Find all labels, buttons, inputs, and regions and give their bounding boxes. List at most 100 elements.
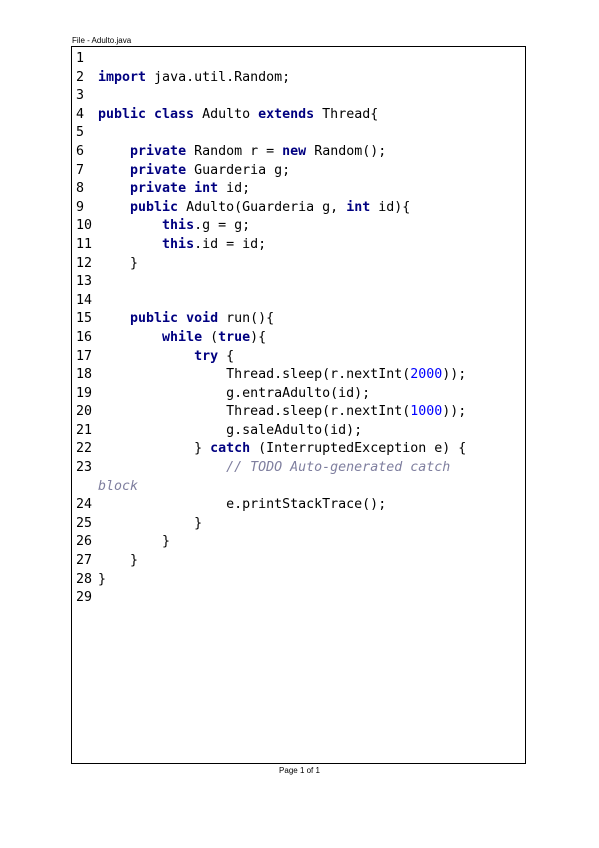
line-number: 28: [76, 571, 93, 587]
line-number: 18: [76, 367, 93, 383]
code-text: Adulto(Guarderia g,: [178, 199, 347, 215]
code-text: .g = g;: [194, 218, 251, 234]
code-text: [98, 181, 130, 196]
code-number: 1000: [410, 404, 443, 420]
code-text: Thread{: [314, 106, 379, 122]
code-text: g.saleAdulto(id);: [98, 422, 363, 438]
line-number: 5: [76, 125, 85, 141]
page-footer-label: Page 1 of 1: [279, 766, 320, 775]
code-line: 10 this.g = g;: [76, 217, 521, 236]
line-number: 19: [76, 385, 93, 401]
code-text: }: [98, 515, 203, 531]
code-text: run(){: [218, 311, 275, 327]
code-keyword: private: [130, 143, 187, 159]
code-text: ));: [442, 404, 467, 420]
code-comment: // TODO Auto-generated catch: [226, 460, 451, 476]
code-text: e.printStackTrace();: [98, 497, 387, 513]
line-number: 15: [76, 311, 93, 327]
code-line: 1: [76, 50, 521, 69]
code-keyword: import: [98, 69, 147, 85]
code-keyword: public void: [130, 311, 219, 327]
code-line: 29: [76, 589, 521, 608]
code-text: }: [98, 441, 211, 457]
code-line: 7 private Guarderia g;: [76, 162, 521, 181]
code-line: 20 Thread.sleep(r.nextInt(1000));: [76, 403, 521, 422]
line-number: 24: [76, 497, 93, 513]
code-line: 14: [76, 292, 521, 311]
code-line: 18 Thread.sleep(r.nextInt(2000));: [76, 366, 521, 385]
code-keyword: this: [162, 218, 195, 234]
code-text: Thread.sleep(r.nextInt(: [98, 367, 411, 383]
code-text: (InterruptedException e) {: [250, 441, 467, 457]
line-number: 2: [76, 69, 85, 85]
code-keyword: int: [346, 199, 371, 215]
line-number: 9: [76, 199, 85, 215]
code-text: id;: [218, 181, 251, 197]
line-number: 3: [76, 88, 85, 104]
code-comment-wrap: block: [98, 478, 139, 494]
code-line: 11 this.id = id;: [76, 236, 521, 255]
code-number: 2000: [410, 367, 443, 383]
code-line: 4 public class Adulto extends Thread{: [76, 106, 521, 125]
line-number: 26: [76, 534, 93, 550]
code-text: Thread.sleep(r.nextInt(: [98, 404, 411, 420]
line-number: 10: [76, 218, 93, 234]
line-number: 8: [76, 181, 85, 197]
line-number: 29: [76, 590, 93, 606]
code-text: g.entraAdulto(id);: [98, 385, 371, 401]
file-header-label: File - Adulto.java: [72, 36, 132, 45]
line-number: 6: [76, 143, 85, 159]
code-keyword: public class: [98, 106, 195, 122]
line-number: 4: [76, 106, 85, 122]
line-number: 11: [76, 236, 93, 252]
line-number: 13: [76, 274, 93, 290]
code-line: 27 }: [76, 552, 521, 571]
line-number: 23: [76, 460, 93, 476]
code-line: 22 } catch (InterruptedException e) {: [76, 440, 521, 459]
code-text: {: [218, 348, 235, 364]
code-text: Guarderia g;: [186, 162, 291, 178]
code-line: 17 try {: [76, 348, 521, 367]
code-line: 23 // TODO Auto-generated catch: [76, 459, 521, 478]
code-keyword: extends: [258, 106, 315, 122]
code-text: [98, 330, 162, 345]
code-text: [98, 311, 130, 326]
code-line: 5: [76, 124, 521, 143]
code-line: 25 }: [76, 515, 521, 534]
code-text: }: [98, 553, 139, 569]
code-keyword: private int: [130, 181, 219, 197]
code-line: 19 g.entraAdulto(id);: [76, 385, 521, 404]
code-line: 21 g.saleAdulto(id);: [76, 422, 521, 441]
code-line: 2 import java.util.Random;: [76, 69, 521, 88]
code-line: 15 public void run(){: [76, 310, 521, 329]
code-keyword: public: [130, 199, 179, 215]
code-line: 12 }: [76, 255, 521, 274]
code-text: [98, 237, 162, 252]
line-number: 27: [76, 553, 93, 569]
code-line: 26 }: [76, 533, 521, 552]
code-text: }: [98, 534, 171, 550]
code-line: 24 e.printStackTrace();: [76, 496, 521, 515]
code-text: Adulto: [194, 106, 259, 122]
line-number: 12: [76, 255, 93, 271]
code-line: 16 while (true){: [76, 329, 521, 348]
code-text: [98, 460, 226, 475]
line-number: 22: [76, 441, 93, 457]
line-number: 25: [76, 515, 93, 531]
code-line: 28}: [76, 571, 521, 590]
code-line: 8 private int id;: [76, 180, 521, 199]
code-keyword: try: [194, 348, 219, 364]
line-number: 20: [76, 404, 93, 420]
code-keyword: new: [282, 143, 307, 159]
code-text: }: [98, 255, 139, 271]
code-text: id){: [370, 199, 411, 215]
code-text: ){: [250, 329, 267, 345]
code-text: (: [202, 329, 219, 345]
line-number: 14: [76, 292, 93, 308]
code-keyword: this: [162, 236, 195, 252]
code-text: .id = id;: [194, 236, 267, 252]
line-number: 17: [76, 348, 93, 364]
code-text: java.util.Random;: [146, 69, 291, 85]
code-text: ));: [442, 367, 467, 383]
